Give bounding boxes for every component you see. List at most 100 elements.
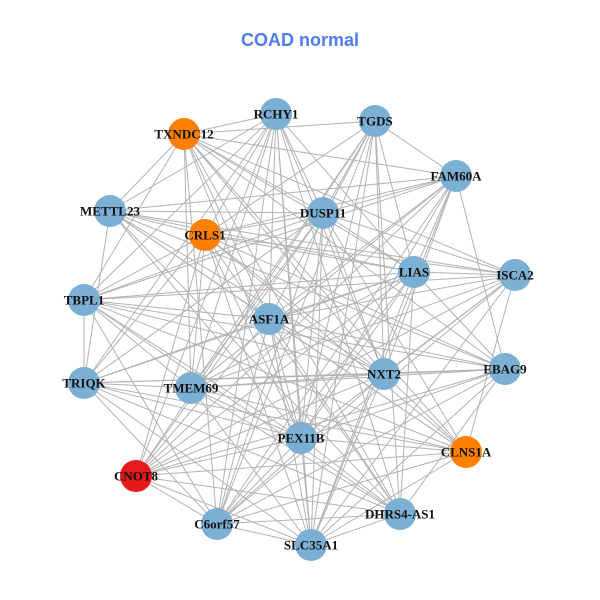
edge-ISCA2-C6orf57 [216, 274, 516, 525]
edge-LIAS-TMEM69 [190, 271, 415, 389]
node-crls1: CRLS1 [184, 219, 226, 251]
node-label: CNOT8 [114, 469, 159, 484]
node-fam60a: FAM60A [430, 160, 482, 192]
node-slc35a1: SLC35A1 [284, 529, 338, 561]
node-dusp11: DUSP11 [300, 197, 346, 229]
edge-ASF1A-EBAG9 [268, 318, 506, 370]
edge-FAM60A-TBPL1 [83, 175, 457, 301]
node-label: NXT2 [367, 367, 401, 382]
edge-LIAS-ISCA2 [413, 271, 516, 276]
node-circle [489, 353, 521, 385]
edge-TXNDC12-ASF1A [183, 133, 270, 320]
edge-FAM60A-ASF1A [268, 175, 457, 320]
node-label: TGDS [357, 114, 392, 129]
edge-RCHY1-DUSP11 [275, 113, 324, 214]
node-label: CRLS1 [184, 228, 225, 243]
edge-CLNS1A-CNOT8 [135, 451, 467, 477]
edge-TGDS-SLC35A1 [310, 120, 376, 546]
node-txndc12: TXNDC12 [154, 118, 214, 150]
node-pex11b: PEX11B [278, 422, 325, 454]
edge-ISCA2-TBPL1 [83, 274, 516, 301]
edge-LIAS-CNOT8 [135, 271, 415, 477]
edge-TBPL1-EBAG9 [83, 299, 506, 370]
edge-TBPL1-TMEM69 [83, 299, 192, 389]
edge-DHRS4-AS1-C6orf57 [216, 513, 401, 525]
node-circle [260, 98, 292, 130]
node-label: LIAS [399, 265, 429, 280]
node-label: FAM60A [430, 169, 482, 184]
node-tgds: TGDS [357, 105, 393, 137]
edge-TBPL1-PEX11B [83, 299, 302, 439]
node-circle [189, 219, 221, 251]
node-label: PEX11B [278, 431, 325, 446]
edge-RCHY1-CNOT8 [135, 113, 277, 477]
node-rchy1: RCHY1 [254, 98, 299, 130]
edge-CRLS1-TRIQK [83, 234, 206, 384]
edge-PEX11B-CLNS1A [300, 437, 467, 453]
edge-CRLS1-CLNS1A [204, 234, 467, 453]
edge-ASF1A-CLNS1A [268, 318, 467, 453]
node-label: CLNS1A [441, 445, 492, 460]
edge-FAM60A-METTL23 [109, 175, 457, 212]
edge-CRLS1-EBAG9 [204, 234, 506, 370]
node-triqk: TRIQK [62, 367, 107, 399]
node-circle [120, 460, 152, 492]
node-ebag9: EBAG9 [483, 353, 527, 385]
chart-title: COAD normal [240, 30, 359, 50]
node-clns1a: CLNS1A [441, 436, 492, 468]
edge-FAM60A-C6orf57 [216, 175, 457, 525]
node-label: TMEM69 [164, 381, 219, 396]
node-circle [384, 498, 416, 530]
edge-ISCA2-PEX11B [300, 274, 516, 439]
edge-METTL23-EBAG9 [109, 210, 506, 370]
edge-TGDS-CNOT8 [135, 120, 376, 477]
node-label: EBAG9 [483, 362, 527, 377]
edge-TMEM69-SLC35A1 [190, 387, 312, 546]
node-isca2: ISCA2 [496, 259, 534, 291]
edge-TXNDC12-NXT2 [183, 133, 385, 375]
edge-C6orf57-SLC35A1 [216, 523, 312, 546]
node-circle [253, 303, 285, 335]
node-circle [499, 259, 531, 291]
node-lias: LIAS [398, 256, 430, 288]
edge-PEX11B-C6orf57 [216, 437, 302, 525]
edge-NXT2-CNOT8 [135, 373, 385, 477]
edge-DUSP11-CNOT8 [135, 212, 324, 477]
node-nxt2: NXT2 [367, 358, 401, 390]
edge-ASF1A-PEX11B [268, 318, 302, 439]
edge-DUSP11-ISCA2 [322, 212, 516, 276]
edge-TGDS-CRLS1 [204, 120, 376, 236]
node-label: DHRS4-AS1 [365, 507, 435, 522]
edge-LIAS-EBAG9 [413, 271, 506, 370]
node-c6orf57: C6orf57 [194, 508, 240, 540]
node-label: RCHY1 [254, 107, 299, 122]
edge-LIAS-SLC35A1 [310, 271, 415, 546]
edge-METTL23-DUSP11 [109, 210, 324, 214]
edge-TRIQK-SLC35A1 [83, 382, 312, 546]
node-circle [398, 256, 430, 288]
node-label: TRIQK [62, 376, 106, 391]
edge-CRLS1-NXT2 [204, 234, 385, 375]
edge-METTL23-NXT2 [109, 210, 385, 375]
node-label: TXNDC12 [154, 127, 213, 142]
edge-LIAS-TBPL1 [83, 271, 415, 301]
edge-CRLS1-DHRS4-AS1 [204, 234, 401, 515]
edge-TRIQK-TMEM69 [83, 382, 192, 389]
edge-EBAG9-PEX11B [300, 368, 506, 439]
edge-METTL23-LIAS [109, 210, 415, 273]
edge-TXNDC12-CLNS1A [183, 133, 467, 453]
edge-RCHY1-LIAS [275, 113, 415, 273]
edge-RCHY1-NXT2 [275, 113, 385, 375]
node-tmem69: TMEM69 [164, 372, 219, 404]
edge-TXNDC12-FAM60A [183, 133, 457, 177]
node-label: TBPL1 [64, 293, 104, 308]
node-circle [168, 118, 200, 150]
edge-TBPL1-ASF1A [83, 299, 270, 320]
edge-ISCA2-SLC35A1 [310, 274, 516, 546]
node-circle [368, 358, 400, 390]
edge-TXNDC12-METTL23 [109, 133, 185, 212]
node-label: DUSP11 [300, 206, 346, 221]
edge-CRLS1-LIAS [204, 234, 415, 273]
edge-TXNDC12-TMEM69 [183, 133, 192, 389]
edge-DUSP11-TRIQK [83, 212, 324, 384]
